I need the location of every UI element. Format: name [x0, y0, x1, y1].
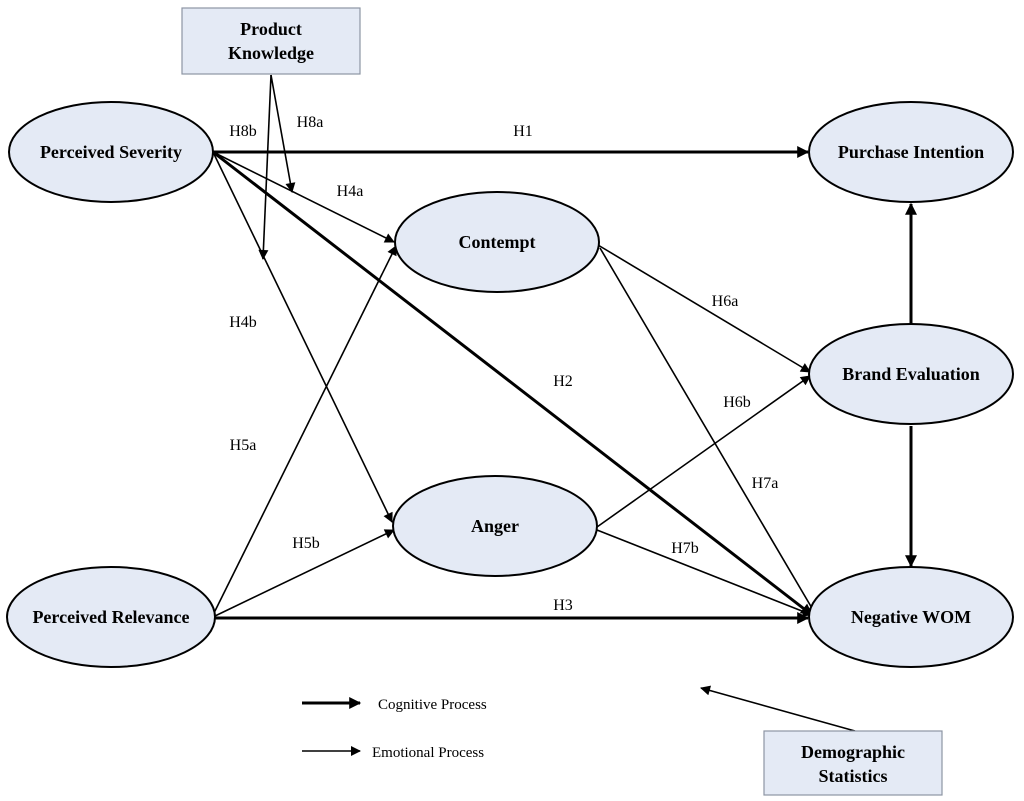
edge-h6a — [597, 244, 811, 373]
node-brand-evaluation: Brand Evaluation — [808, 323, 1014, 425]
label-h1: H1 — [513, 123, 533, 140]
node-anger: Anger — [392, 475, 598, 577]
edge-h6b — [596, 375, 811, 528]
label-h3: H3 — [553, 597, 573, 614]
node-perceived-severity: Perceived Severity — [8, 101, 214, 203]
legend-cognitive-label: Cognitive Process — [378, 697, 487, 713]
edge-h7b — [596, 529, 813, 617]
nodes: Perceived Severity Perceived Relevance C… — [6, 7, 1014, 796]
edge-h2 — [212, 150, 813, 617]
label-h5a: H5a — [230, 437, 257, 454]
edge-labels: H1 H2 H3 H4a H4b H5a H5b H6a H6b H7a H7b… — [229, 114, 778, 614]
edge-h4b — [212, 151, 393, 523]
node-perceived-relevance: Perceived Relevance — [6, 566, 216, 668]
edge-h8a — [270, 74, 296, 193]
node-anger-label: Anger — [471, 516, 519, 536]
node-perceived-relevance-label: Perceived Relevance — [32, 607, 189, 627]
node-contempt-label: Contempt — [459, 232, 536, 252]
node-negative-wom: Negative WOM — [808, 566, 1014, 668]
label-h7b: H7b — [671, 540, 699, 557]
label-h2: H2 — [553, 373, 573, 390]
label-h5b: H5b — [292, 535, 320, 552]
label-h4a: H4a — [337, 183, 364, 200]
legend-emotional-label: Emotional Process — [372, 745, 484, 761]
edges — [212, 74, 917, 732]
box-product-knowledge-line2: Knowledge — [228, 43, 314, 63]
edge-h7a — [599, 247, 817, 616]
box-product-knowledge-line1: Product — [240, 19, 302, 39]
edge-demographic-control — [700, 685, 856, 732]
legend: Cognitive Process Emotional Process — [302, 697, 487, 761]
box-demographic-statistics-line1: Demographic — [801, 742, 905, 762]
edge-h8b — [258, 74, 272, 260]
label-h7a: H7a — [752, 475, 779, 492]
label-h8b: H8b — [229, 123, 257, 140]
edge-h4a — [212, 151, 395, 243]
node-perceived-severity-label: Perceived Severity — [40, 142, 182, 162]
node-purchase-intention: Purchase Intention — [808, 101, 1014, 203]
box-demographic-statistics: Demographic Statistics — [763, 730, 943, 796]
node-negative-wom-label: Negative WOM — [851, 607, 971, 627]
label-h4b: H4b — [229, 314, 257, 331]
box-demographic-statistics-line2: Statistics — [819, 766, 888, 786]
node-purchase-intention-label: Purchase Intention — [838, 142, 984, 162]
node-contempt: Contempt — [394, 191, 600, 293]
box-product-knowledge: Product Knowledge — [181, 7, 361, 75]
label-h6b: H6b — [723, 394, 751, 411]
node-brand-evaluation-label: Brand Evaluation — [842, 364, 980, 384]
label-h8a: H8a — [297, 114, 324, 131]
edge-h5a — [212, 245, 397, 616]
label-h6a: H6a — [712, 293, 739, 310]
edge-h5b — [214, 529, 395, 617]
